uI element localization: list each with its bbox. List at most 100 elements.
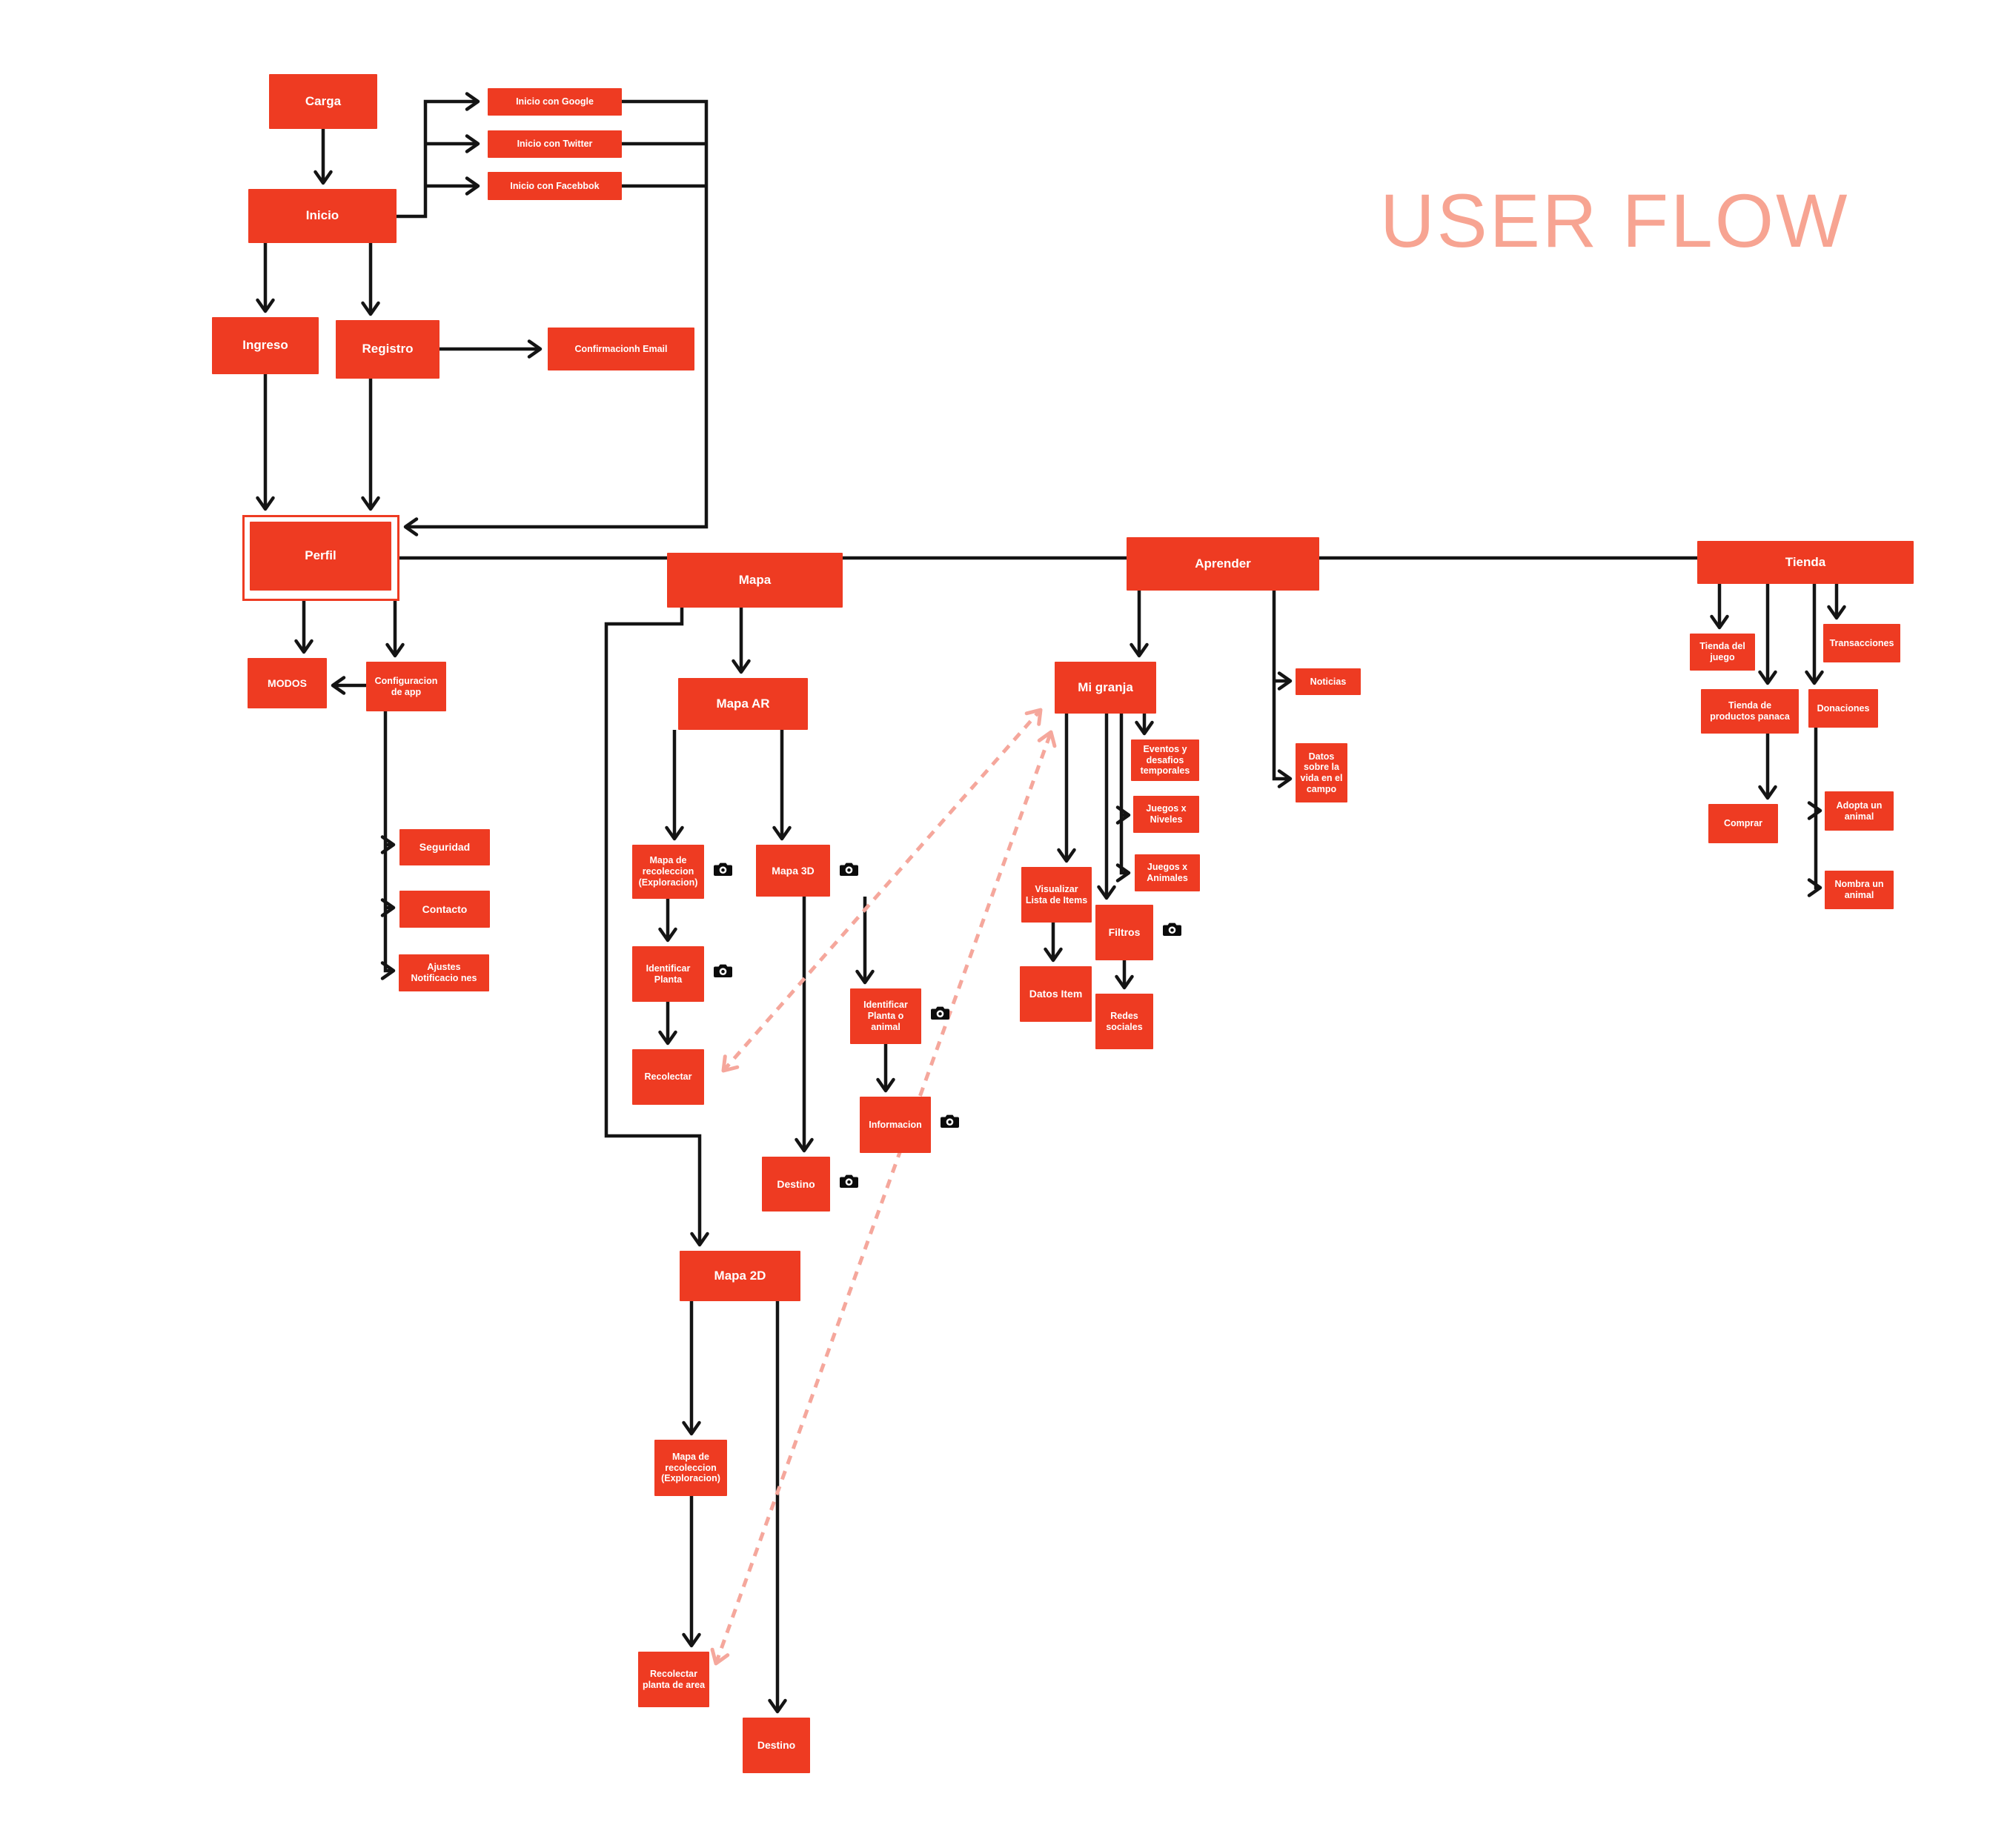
node-label: Mapa AR <box>716 696 770 711</box>
node-tienda-de-productos-panaca[interactable]: Tienda de productos panaca <box>1701 689 1799 734</box>
node-label: Tienda <box>1785 554 1826 569</box>
node-outline-perfil <box>242 515 399 601</box>
node-label: Perfil <box>305 548 336 563</box>
node-label: Inicio con Facebbok <box>510 180 600 191</box>
node-label: Mapa <box>738 572 772 587</box>
camera-icon <box>940 1113 960 1129</box>
node-seguridad[interactable]: Seguridad <box>399 829 490 865</box>
node-label: Inicio <box>305 208 339 223</box>
node-mapa-ar[interactable]: Mapa AR <box>678 678 808 730</box>
node-destino-2d[interactable]: Destino <box>743 1718 810 1773</box>
node-mapa[interactable]: Mapa <box>667 553 843 608</box>
node-label: Datos Item <box>1029 988 1083 1000</box>
node-redes-sociales[interactable]: Redes sociales <box>1095 994 1153 1049</box>
camera-icon <box>713 861 733 877</box>
node-juegos-x-animales[interactable]: Juegos x Animales <box>1135 854 1200 891</box>
node-label: Confirmacionh Email <box>574 343 668 354</box>
node-contacto[interactable]: Contacto <box>399 891 490 928</box>
node-inicio[interactable]: Inicio <box>248 189 397 243</box>
node-label: Mi granja <box>1078 679 1133 694</box>
node-label: Redes sociales <box>1106 1010 1143 1032</box>
node-label: Tienda de productos panaca <box>1710 700 1790 722</box>
node-registro[interactable]: Registro <box>336 320 440 379</box>
node-filtros[interactable]: Filtros <box>1095 905 1153 960</box>
node-aprender[interactable]: Aprender <box>1127 537 1319 591</box>
node-datos-item[interactable]: Datos Item <box>1020 966 1092 1022</box>
node-label: Destino <box>777 1177 815 1190</box>
node-label: Mapa de recoleccion (Exploracion) <box>661 1451 720 1484</box>
node-label: Eventos y desafios temporales <box>1140 743 1190 777</box>
connector-mapa-to-mapa-2d <box>604 608 709 1247</box>
node-inicio-con-google[interactable]: Inicio con Google <box>488 88 622 116</box>
node-label: Identificar Planta <box>646 963 691 985</box>
node-tienda[interactable]: Tienda <box>1697 541 1914 584</box>
node-informacion[interactable]: Informacion <box>860 1097 931 1153</box>
node-label: Carga <box>305 93 342 108</box>
node-modos[interactable]: MODOS <box>248 658 327 708</box>
camera-icon <box>839 1173 859 1189</box>
node-mapa-de-recoleccion-ar[interactable]: Mapa de recoleccion (Exploracion) <box>632 845 704 899</box>
node-transacciones[interactable]: Transacciones <box>1823 624 1900 662</box>
node-label: Transacciones <box>1829 637 1894 648</box>
node-datos-sobre-la-vida[interactable]: Datos sobre la vida en el campo <box>1296 743 1347 802</box>
camera-icon <box>930 1005 950 1021</box>
node-label: Recolectar planta de area <box>642 1668 706 1690</box>
node-label: Recolectar <box>644 1071 692 1083</box>
node-visualizar-lista-de-items[interactable]: Visualizar Lista de Items <box>1021 867 1092 923</box>
node-juegos-x-niveles[interactable]: Juegos x Niveles <box>1133 796 1199 833</box>
node-destino-ar[interactable]: Destino <box>762 1157 830 1211</box>
connector-configuracion-rail-ajustes <box>380 711 396 980</box>
node-comprar[interactable]: Comprar <box>1708 804 1778 843</box>
node-label: Visualizar Lista de Items <box>1025 883 1088 905</box>
connector-donaciones-rail-nombra <box>1807 728 1822 897</box>
node-label: MODOS <box>268 677 307 689</box>
node-label: Mapa 3D <box>772 864 815 877</box>
node-confirmacionh-email[interactable]: Confirmacionh Email <box>548 328 694 370</box>
node-label: Informacion <box>869 1119 922 1130</box>
node-noticias[interactable]: Noticias <box>1296 668 1361 695</box>
connector-recolectar-planta-mi-granja-dashed <box>710 730 1057 1666</box>
node-label: Noticias <box>1310 676 1347 687</box>
node-label: Adopta un animal <box>1836 800 1883 822</box>
node-identificar-planta[interactable]: Identificar Planta <box>632 946 704 1002</box>
node-label: Comprar <box>1723 818 1763 829</box>
node-mapa-de-recoleccion-2d[interactable]: Mapa de recoleccion (Exploracion) <box>654 1440 727 1496</box>
node-label: Mapa de recoleccion (Exploracion) <box>638 855 698 888</box>
node-mapa-3d[interactable]: Mapa 3D <box>756 845 830 897</box>
node-recolectar[interactable]: Recolectar <box>632 1049 704 1105</box>
node-identificar-planta-o-animal[interactable]: Identificar Planta o animal <box>850 988 921 1044</box>
node-label: Tienda del juego <box>1699 641 1745 662</box>
connector-mi-granja-rail-juegos <box>1115 714 1131 883</box>
node-perfil[interactable]: Perfil <box>250 522 391 591</box>
node-mapa-2d[interactable]: Mapa 2D <box>680 1251 800 1301</box>
node-label: Nombra un animal <box>1834 879 1884 900</box>
node-label: Ingreso <box>242 338 288 353</box>
node-label: Datos sobre la vida en el campo <box>1300 751 1343 794</box>
node-inicio-con-twitter[interactable]: Inicio con Twitter <box>488 130 622 158</box>
node-label: Destino <box>757 1739 796 1752</box>
node-inicio-con-facebbok[interactable]: Inicio con Facebbok <box>488 172 622 200</box>
camera-icon <box>839 861 859 877</box>
node-adopta-un-animal[interactable]: Adopta un animal <box>1825 791 1894 831</box>
node-recolectar-planta-de-area[interactable]: Recolectar planta de area <box>638 1652 709 1707</box>
connector-google-rail-to-perfil <box>403 99 709 536</box>
node-nombra-un-animal[interactable]: Nombra un animal <box>1825 871 1894 909</box>
node-label: Aprender <box>1195 556 1251 571</box>
node-configuracion-de-app[interactable]: Configuracion de app <box>366 662 446 711</box>
node-label: Inicio con Twitter <box>517 139 593 150</box>
node-tienda-del-juego[interactable]: Tienda del juego <box>1690 634 1755 671</box>
node-carga[interactable]: Carga <box>269 74 377 129</box>
camera-icon <box>713 963 733 979</box>
node-label: Identificar Planta o animal <box>863 1000 908 1032</box>
node-ingreso[interactable]: Ingreso <box>212 317 319 374</box>
node-ajustes-notificaciones[interactable]: Ajustes Notificacio nes <box>399 954 489 991</box>
node-donaciones[interactable]: Donaciones <box>1808 689 1878 728</box>
node-label: Ajustes Notificacio nes <box>411 962 477 983</box>
node-mi-granja[interactable]: Mi granja <box>1055 662 1156 714</box>
node-label: Inicio con Google <box>516 96 594 107</box>
node-label: Configuracion de app <box>374 675 438 697</box>
node-label: Filtros <box>1108 926 1141 939</box>
node-eventos-y-desafios[interactable]: Eventos y desafios temporales <box>1131 739 1199 781</box>
node-label: Juegos x Animales <box>1147 862 1188 883</box>
